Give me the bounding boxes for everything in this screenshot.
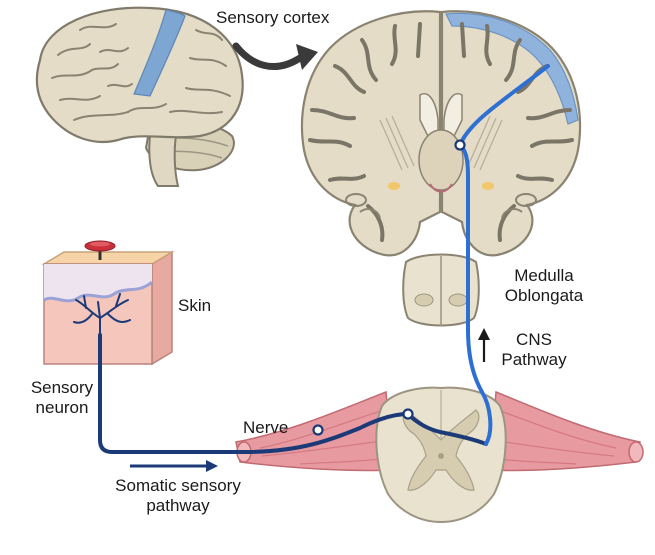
label-somatic-line2: pathway [146,496,210,515]
brain-coronal-section [300,10,582,257]
left-hemisphere [300,10,442,257]
nerve-endings [73,293,131,336]
sensory-cortex-band [133,9,186,97]
label-cns-pathway: CNS Pathway [494,330,574,370]
cerebrum [35,6,244,144]
medulla-oblongata [402,253,480,327]
label-somatic-line1: Somatic sensory [115,476,241,495]
label-sensory-neuron-line1: Sensory [30,378,94,397]
nerve-end-right [628,441,644,463]
arrow-right-icon [130,460,218,472]
skin-block [41,250,175,366]
spinal-cord-section [375,386,507,524]
ganglion-node [312,424,324,436]
label-nerve: Nerve [243,418,289,437]
sensory-neuron-path [98,333,488,454]
label-sensory-neuron-line2: neuron [35,398,89,417]
stimulus-pin-icon [84,240,116,260]
cns-pathway [458,64,550,446]
right-hemisphere [440,10,582,257]
label-cns-line1: CNS [516,330,552,349]
label-medulla-oblongata: Medulla Oblongata [496,266,592,306]
label-somatic-pathway: Somatic sensory pathway [88,476,268,516]
curved-arrow-icon [232,42,318,70]
label-sensory-cortex: Sensory cortex [216,8,330,27]
thalamus [418,129,464,191]
cortex-highlight [445,12,579,125]
grey-matter [402,409,480,491]
arrow-up-icon [478,328,490,362]
brainstem [148,134,180,187]
label-skin: Skin [178,296,212,315]
label-medulla-line2: Oblongata [504,286,584,305]
synapse-spinal [402,408,414,420]
label-sensory-neuron: Sensory neuron [22,378,102,418]
synapse-thalamus [454,139,466,151]
brain-lateral-view [35,6,244,187]
label-medulla-line1: Medulla [514,266,574,285]
label-cns-line2: Pathway [501,350,567,369]
